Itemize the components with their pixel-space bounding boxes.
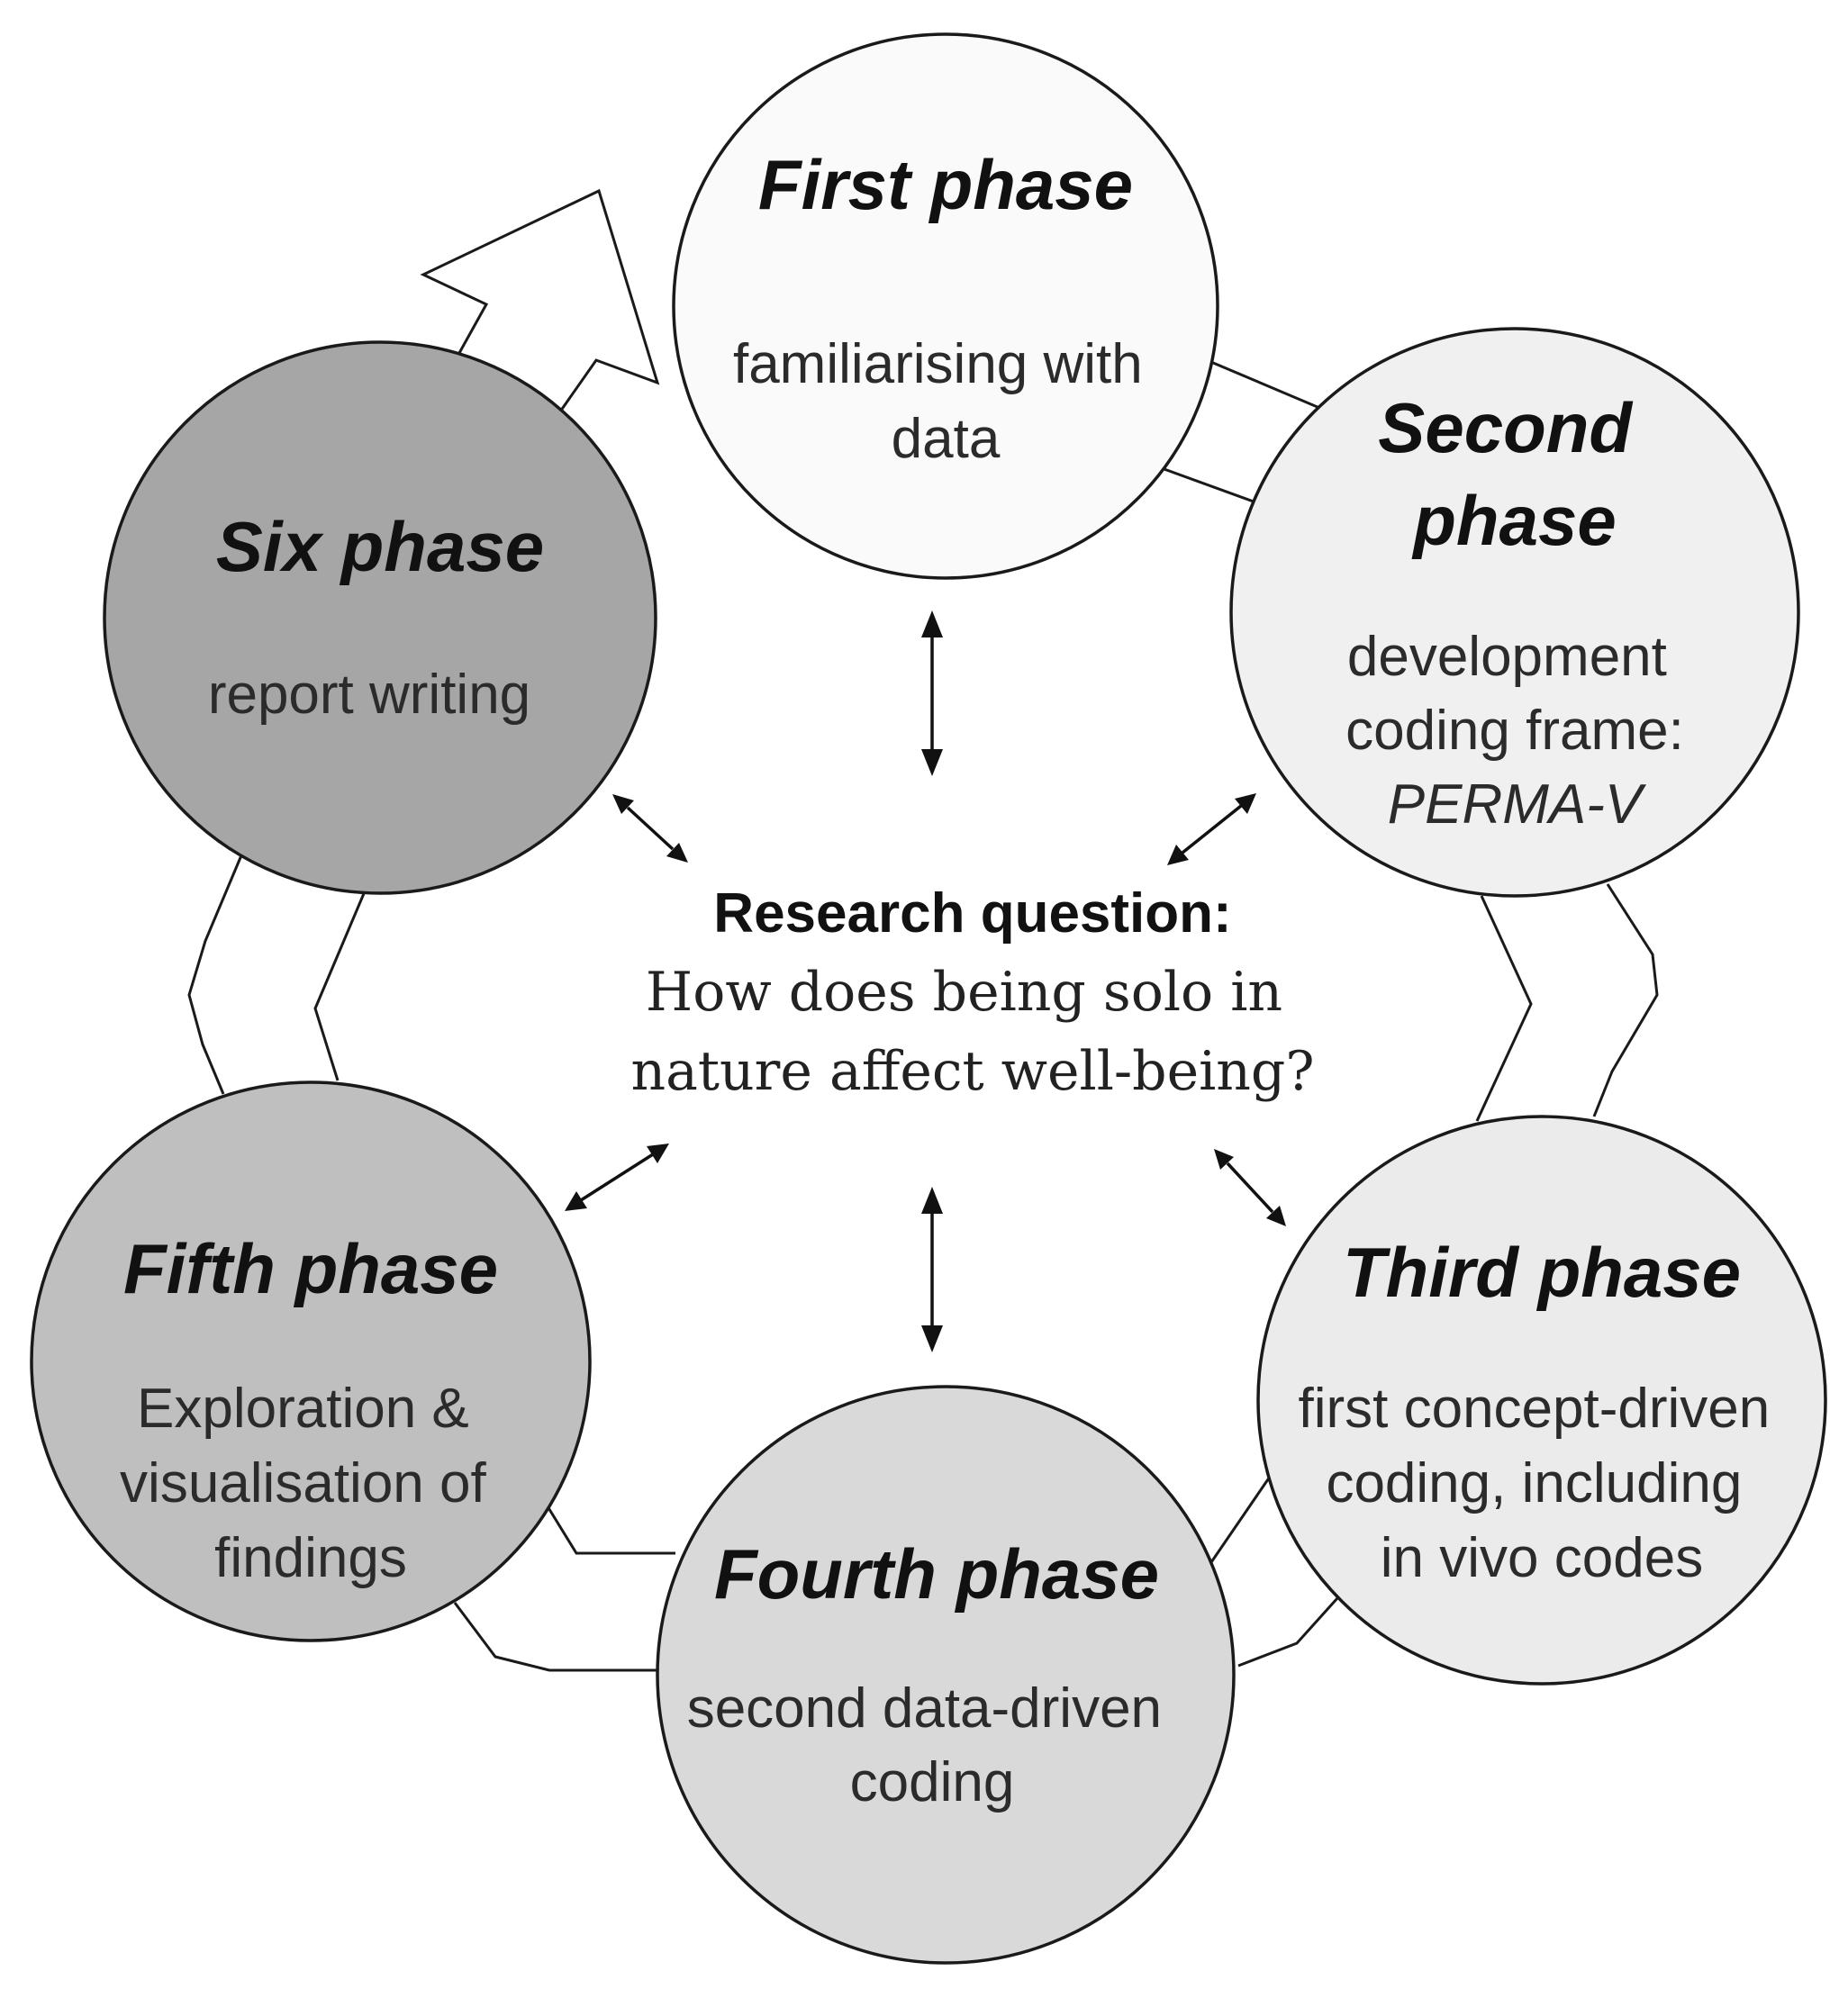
- research-question-label: Research question:: [713, 882, 1231, 945]
- third-phase-desc: first concept-driven coding, including i…: [1299, 1378, 1786, 1589]
- second-to-third-inner-line: [1475, 895, 1533, 1122]
- six-to-first-arrow: [420, 188, 660, 417]
- fifth-to-six-inner-line: [313, 891, 367, 1081]
- fourth-to-fifth-lower-line: [453, 1602, 675, 1672]
- first-phase-desc: familiarising with data: [733, 333, 1158, 470]
- fourth-phase-desc: second data-driven coding: [687, 1677, 1178, 1813]
- research-question: Research question: How does being solo i…: [631, 882, 1315, 1103]
- fifth-phase-title: Fifth phase: [123, 1229, 498, 1308]
- phase-texts: First phase familiarising with data Seco…: [120, 145, 1786, 1813]
- third-phase-circle: [1256, 1115, 1827, 1686]
- center-arrows: [565, 610, 1286, 1352]
- third-phase-title: Third phase: [1343, 1233, 1741, 1312]
- six-phase-title: Six phase: [216, 507, 544, 586]
- research-question-text: How does being solo in nature affect wel…: [631, 961, 1315, 1103]
- arrow-to-fourth: [921, 1187, 943, 1352]
- third-to-fourth-outer-line: [1237, 1596, 1339, 1668]
- fifth-phase-desc: Exploration & visualisation of findings: [120, 1378, 502, 1589]
- second-phase-circle: [1229, 327, 1800, 898]
- second-to-third-outer-line: [1592, 883, 1659, 1117]
- arrow-to-second: [1167, 793, 1256, 865]
- fourth-phase-circle: [656, 1385, 1236, 1965]
- arrow-to-third: [1214, 1149, 1286, 1226]
- second-phase-desc: development coding frame:: [1345, 626, 1684, 762]
- phase-circles: [30, 32, 1827, 1965]
- fourth-phase-title: Fourth phase: [714, 1534, 1159, 1614]
- second-phase-title: Second phase: [1378, 388, 1651, 560]
- six-phase-desc: report writing: [208, 664, 530, 726]
- third-to-fourth-inner-line: [1209, 1476, 1272, 1563]
- second-phase-perma-v: PERMA-V: [1388, 773, 1647, 836]
- fifth-to-six-outer-line: [187, 854, 243, 1095]
- arrow-to-six: [612, 794, 688, 863]
- first-phase-circle: [672, 32, 1219, 580]
- arrow-to-first: [921, 610, 943, 776]
- arrow-to-fifth: [565, 1144, 669, 1211]
- fourth-to-fifth-upper-line: [539, 1494, 675, 1555]
- first-phase-title: First phase: [758, 145, 1133, 224]
- fifth-phase-circle: [30, 1080, 592, 1642]
- six-phase-circle: [103, 340, 657, 895]
